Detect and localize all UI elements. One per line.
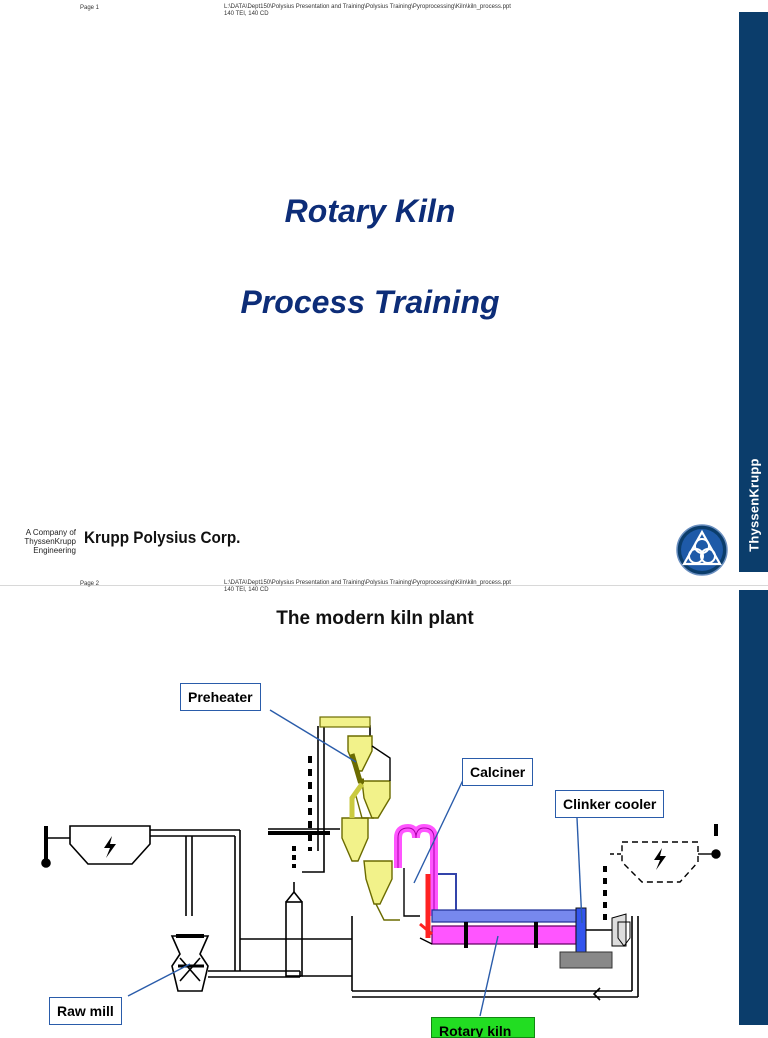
file-path-line2: 140 TEI, 140 CD <box>224 11 269 17</box>
rotary-kiln <box>419 909 579 948</box>
right-dust-collector <box>610 824 721 883</box>
file-path: L:\DATA\Dept150\Polysius Presentation an… <box>224 4 554 18</box>
calciner <box>394 823 457 938</box>
left-stack-end <box>41 858 51 868</box>
file-path-line1: L:\DATA\Dept150\Polysius Presentation an… <box>224 580 511 586</box>
title-line-1: Rotary Kiln <box>284 193 456 229</box>
label-clinker-cooler: Clinker cooler <box>555 790 665 818</box>
kiln-plant-diagram <box>41 709 721 1017</box>
callout-leaders <box>127 709 583 1017</box>
page-label: Page 2 <box>80 581 100 587</box>
lightning-bolt-icon <box>654 848 666 870</box>
sidebar-brand-text: ThyssenKrupp <box>746 458 761 552</box>
raw-mill-separator <box>69 825 151 865</box>
preheater-top-duct <box>319 716 371 728</box>
title-line-2: Process Training <box>240 284 500 320</box>
label-rotary-kiln: Rotary kiln <box>431 1017 535 1038</box>
company-tagline: A Company of ThyssenKrupp Engineering <box>24 528 76 555</box>
slide-title: The modern kiln plant <box>276 608 474 629</box>
label-preheater: Preheater <box>180 683 261 711</box>
company-name: Krupp Polysius Corp. <box>84 528 241 547</box>
lightning-bolt-icon <box>104 836 116 858</box>
clinker-cooler <box>559 866 631 969</box>
file-path: L:\DATA\Dept150\Polysius Presentation an… <box>224 580 554 594</box>
page-label: Page 1 <box>80 5 100 11</box>
file-path-line2: 140 TEI, 140 CD <box>224 587 269 593</box>
thyssenkrupp-logo-icon <box>676 524 728 576</box>
raw-mill-body <box>170 935 210 992</box>
brand-sidebar: ThyssenKrupp <box>739 12 768 572</box>
file-path-line1: L:\DATA\Dept150\Polysius Presentation an… <box>224 4 511 10</box>
slide-2: Page 2 L:\DATA\Dept150\Polysius Presenta… <box>0 580 768 1038</box>
slide-1: Page 1 L:\DATA\Dept150\Polysius Presenta… <box>24 4 768 576</box>
brand-sidebar <box>739 590 768 1025</box>
label-raw-mill: Raw mill <box>49 997 122 1025</box>
preheater-cyclones <box>341 735 400 921</box>
label-calciner: Calciner <box>462 758 534 786</box>
